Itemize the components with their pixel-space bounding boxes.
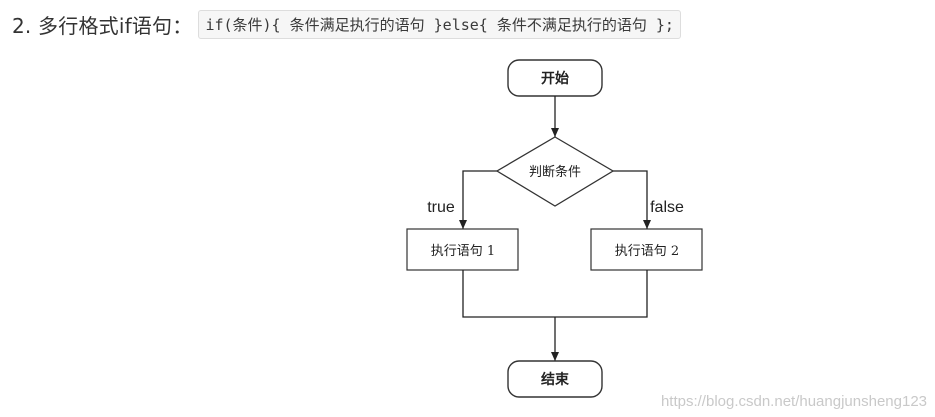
true-branch-label: true	[427, 199, 455, 216]
merge-line	[462, 270, 648, 318]
condition-diamond	[495, 136, 615, 207]
statement-1-label: 执行语句 1	[431, 244, 495, 259]
false-branch-label: false	[650, 199, 684, 216]
statement-2-label: 执行语句 2	[615, 244, 679, 259]
heading-title: 2. 多行格式if语句：	[12, 13, 193, 38]
end-label: 结束	[541, 371, 570, 388]
false-branch-arrow	[613, 170, 651, 229]
condition-label: 判断条件	[529, 164, 581, 180]
section-heading: 2. 多行格式if语句： if(条件){ 条件满足执行的语句 }else{ 条件…	[12, 9, 681, 39]
end-terminal	[507, 360, 603, 398]
if-else-syntax-code: if(条件){ 条件满足执行的语句 }else{ 条件不满足执行的语句 };	[198, 9, 681, 39]
true-branch-arrow	[459, 170, 497, 229]
statement-1-box	[406, 228, 519, 271]
watermark: https://blog.csdn.net/huangjunsheng123	[660, 393, 927, 410]
start-label: 开始	[541, 70, 569, 87]
statement-2-box	[590, 228, 703, 271]
